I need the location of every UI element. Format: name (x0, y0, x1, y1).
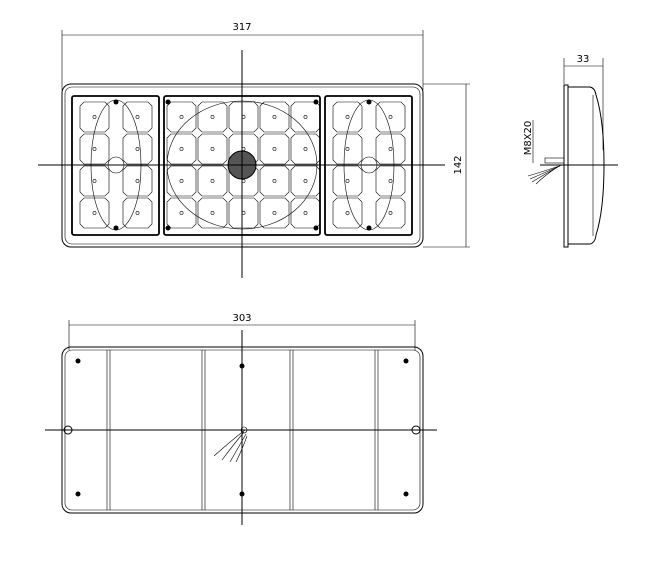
led-dot (303, 115, 308, 119)
dimension-33: 33 (577, 54, 590, 65)
led-cell (375, 197, 406, 229)
led-cell (197, 133, 228, 165)
led-cell (259, 165, 290, 197)
led-dot (210, 211, 215, 215)
led-dot (92, 147, 97, 151)
led-dot (388, 115, 393, 119)
left-mount-hole (63, 425, 73, 435)
led-cell (79, 165, 110, 197)
led-cell (290, 165, 321, 197)
led-dot (388, 179, 393, 183)
led-dot (388, 147, 393, 151)
led-cell (259, 197, 290, 229)
led-cell (122, 133, 153, 165)
led-cell (166, 133, 197, 165)
led-dot (135, 179, 140, 183)
led-cell (290, 101, 321, 133)
mounting-plate (563, 84, 569, 248)
led-cell (228, 197, 259, 229)
led-dot (179, 147, 184, 151)
dimension-317: 317 (232, 22, 251, 33)
led-dot (92, 211, 97, 215)
led-cell (166, 197, 197, 229)
led-dot (179, 115, 184, 119)
led-dot (303, 147, 308, 151)
led-dot (210, 147, 215, 151)
led-cell (375, 133, 406, 165)
side-view: 33 M8X20 (523, 54, 618, 248)
led-cell (375, 101, 406, 133)
led-dot (210, 115, 215, 119)
led-cell (122, 165, 153, 197)
bolt-label: M8X20 (523, 121, 534, 156)
cable-wires (527, 164, 563, 185)
led-cell (166, 101, 197, 133)
led-cell (79, 101, 110, 133)
led-dot (210, 179, 215, 183)
dimension-303: 303 (232, 313, 251, 324)
led-dot (345, 147, 350, 151)
led-cell (228, 101, 259, 133)
front-view: 317 142 (38, 22, 470, 278)
rear-cable-wires (213, 429, 248, 463)
right-mount-hole (411, 425, 421, 435)
led-cell (332, 165, 363, 197)
dimension-142: 142 (453, 155, 464, 174)
led-dot (272, 211, 277, 215)
led-cell (122, 197, 153, 229)
led-dot (92, 179, 97, 183)
led-dot (179, 179, 184, 183)
led-cell (332, 133, 363, 165)
led-dot (303, 179, 308, 183)
led-cell (332, 197, 363, 229)
led-dot (303, 211, 308, 215)
led-cell (290, 133, 321, 165)
led-cell (259, 101, 290, 133)
led-cell (166, 165, 197, 197)
led-dot (388, 211, 393, 215)
led-dot (179, 211, 184, 215)
led-cell (375, 165, 406, 197)
led-dot (272, 179, 277, 183)
led-dot (345, 115, 350, 119)
led-cell (332, 101, 363, 133)
cable-grommet (240, 426, 248, 434)
led-cell (259, 133, 290, 165)
led-dot (272, 115, 277, 119)
led-cell (79, 197, 110, 229)
bolt (544, 157, 565, 164)
led-dot (92, 115, 97, 119)
led-dot (272, 147, 277, 151)
led-cell (197, 101, 228, 133)
led-dot (135, 147, 140, 151)
led-cell (197, 165, 228, 197)
led-dot (135, 211, 140, 215)
led-dot (135, 115, 140, 119)
led-dot (345, 211, 350, 215)
screw-dots (113, 99, 372, 231)
led-cells (79, 101, 406, 229)
led-cell (197, 197, 228, 229)
led-cell (290, 197, 321, 229)
rear-view: 303 (45, 313, 437, 525)
led-cell (79, 133, 110, 165)
led-dot (345, 179, 350, 183)
rear-screw-dots (75, 358, 409, 497)
led-cell (122, 101, 153, 133)
